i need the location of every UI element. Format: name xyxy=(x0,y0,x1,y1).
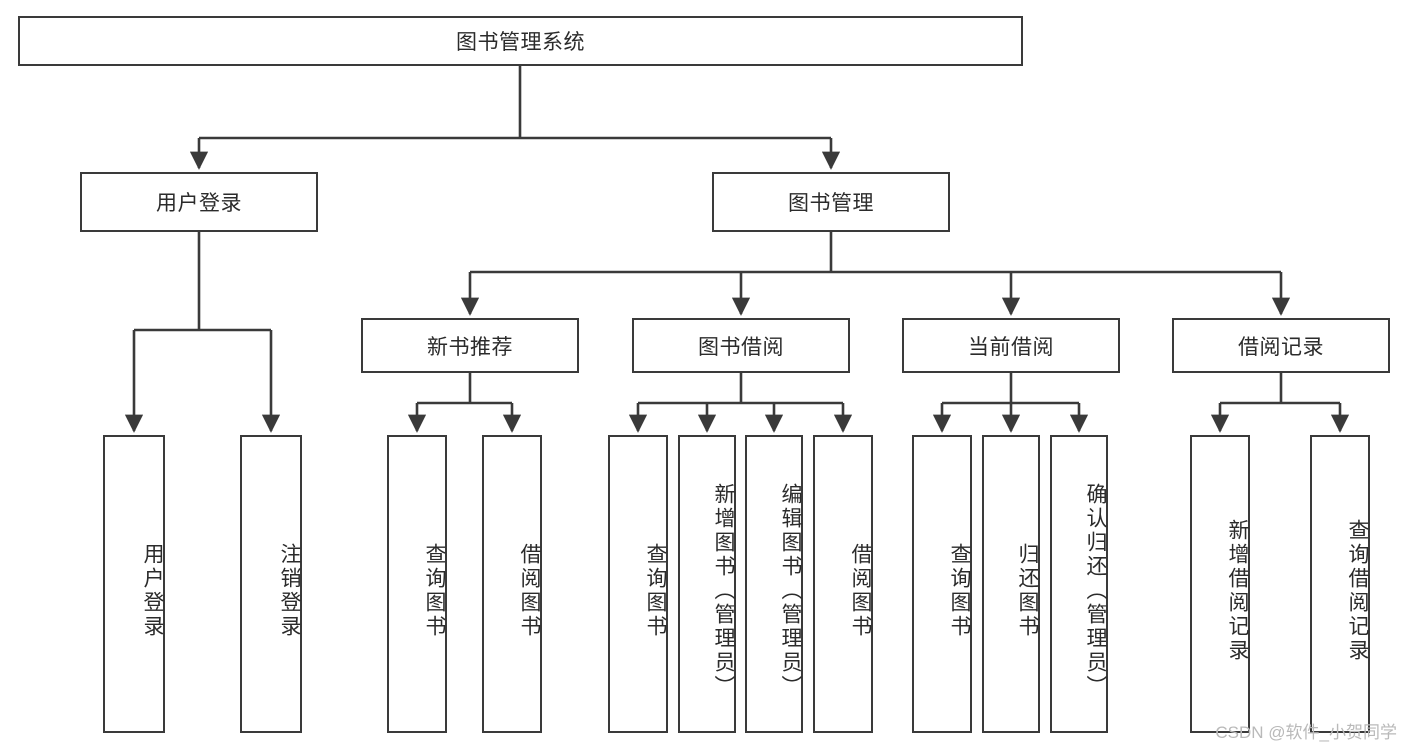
node-leaf-5[interactable]: 新增图书（管理员） xyxy=(678,435,736,733)
node-level3-3[interactable]: 借阅记录 xyxy=(1172,318,1390,373)
node-leaf-3[interactable]: 借阅图书 xyxy=(482,435,542,733)
node-leaf-1[interactable]: 注销登录 xyxy=(240,435,302,733)
node-level2-0[interactable]: 用户登录 xyxy=(80,172,318,232)
node-leaf-11[interactable]: 新增借阅记录 xyxy=(1190,435,1250,733)
node-level2-1[interactable]: 图书管理 xyxy=(712,172,950,232)
node-level3-0[interactable]: 新书推荐 xyxy=(361,318,579,373)
node-leaf-6[interactable]: 编辑图书（管理员） xyxy=(745,435,803,733)
node-leaf-2[interactable]: 查询图书 xyxy=(387,435,447,733)
node-leaf-8[interactable]: 查询图书 xyxy=(912,435,972,733)
node-leaf-10[interactable]: 确认归还（管理员） xyxy=(1050,435,1108,733)
node-leaf-9[interactable]: 归还图书 xyxy=(982,435,1040,733)
node-leaf-4[interactable]: 查询图书 xyxy=(608,435,668,733)
node-leaf-7[interactable]: 借阅图书 xyxy=(813,435,873,733)
node-leaf-12[interactable]: 查询借阅记录 xyxy=(1310,435,1370,733)
node-level3-1[interactable]: 图书借阅 xyxy=(632,318,850,373)
node-leaf-0[interactable]: 用户登录 xyxy=(103,435,165,733)
node-root[interactable]: 图书管理系统 xyxy=(18,16,1023,66)
watermark-text: CSDN @软件_小贺同学 xyxy=(1215,723,1397,742)
node-level3-2[interactable]: 当前借阅 xyxy=(902,318,1120,373)
